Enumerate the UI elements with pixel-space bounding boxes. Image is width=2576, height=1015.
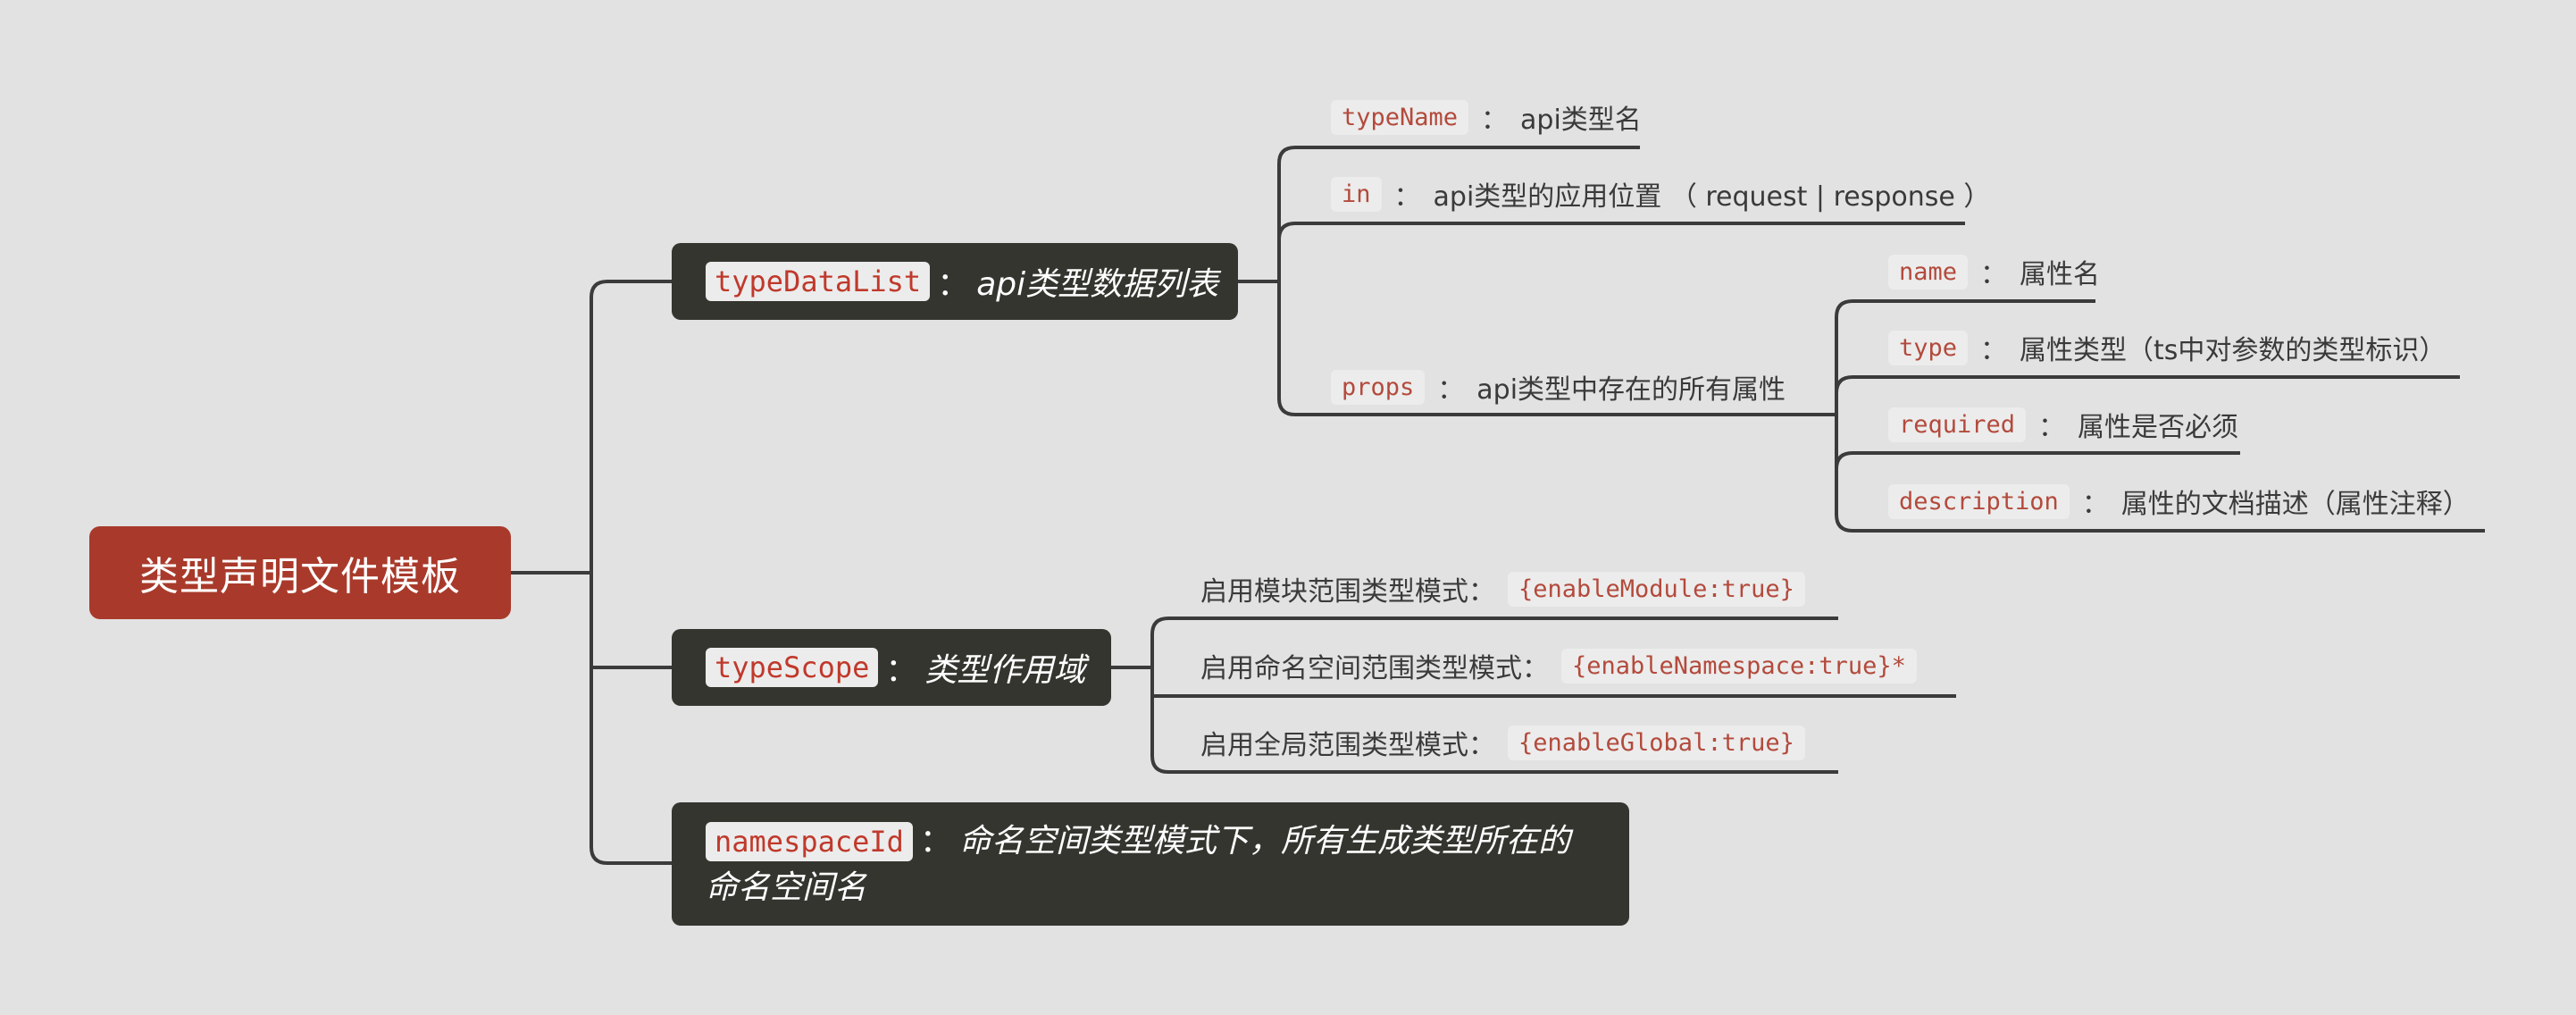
leaf-code: name <box>1888 254 1969 289</box>
branch-code: typeDataList <box>706 262 931 301</box>
leaf-code: typeName <box>1331 99 1469 135</box>
leaf-text: 启用命名空间范围类型模式： <box>1200 653 1549 684</box>
leaf-text: 启用全局范围类型模式： <box>1200 730 1495 761</box>
leaf-code: {enableGlobal:true} <box>1508 725 1805 760</box>
leaf-text: 属性是否必须 <box>2078 412 2239 443</box>
root-label: 类型声明文件模板 <box>139 554 461 600</box>
leaf-text: 属性名 <box>2020 259 2101 290</box>
separator: ： <box>2038 412 2066 443</box>
leaf-prop-description: description ： 属性的文档描述（属性注释） <box>1888 479 2470 524</box>
connector-props-group <box>1835 299 2485 533</box>
connector-trunk-branches <box>590 280 672 865</box>
leaf-code: {enableNamespace:true}* <box>1561 648 1917 684</box>
leaf-code: required <box>1888 407 2027 442</box>
leaf-prop-type: type ： 属性类型（ts中对参数的类型标识） <box>1888 325 2446 370</box>
leaf-scope-namespace: 启用命名空间范围类型模式： {enableNamespace:true}* <box>1200 643 1917 688</box>
leaf-scope-global: 启用全局范围类型模式： {enableGlobal:true} <box>1200 720 1805 765</box>
branch-desc: api类型数据列表 <box>976 266 1219 303</box>
leaf-typename: typeName ： api类型名 <box>1331 95 1642 139</box>
leaf-text: api类型的应用位置 （ request | response ） <box>1433 181 1991 213</box>
leaf-code: props <box>1331 369 1426 405</box>
leaf-props: props ： api类型中存在的所有属性 <box>1331 365 1786 409</box>
leaf-text: 属性类型（ts中对参数的类型标识） <box>2020 335 2446 366</box>
branch-typedatalist: typeDataList ： api类型数据列表 <box>672 243 1238 320</box>
connector-typedatalist-group <box>1238 146 1965 416</box>
branch-namespaceid: namespaceId：命名空间类型模式下，所有生成类型所在的命名空间名 <box>672 802 1629 926</box>
branch-desc: 命名空间类型模式下，所有生成类型所在的命名空间名 <box>706 823 1570 906</box>
separator: ： <box>919 823 952 860</box>
separator: ： <box>1437 374 1465 406</box>
leaf-text: api类型中存在的所有属性 <box>1476 374 1786 406</box>
leaf-code: type <box>1888 330 1969 365</box>
separator: ： <box>937 266 970 303</box>
separator: ： <box>885 652 918 689</box>
leaf-in: in ： api类型的应用位置 （ request | response ） <box>1331 172 1990 216</box>
separator: ： <box>1393 181 1421 213</box>
root-node: 类型声明文件模板 <box>89 526 511 619</box>
leaf-scope-module: 启用模块范围类型模式： {enableModule:true} <box>1200 566 1805 611</box>
leaf-text: 属性的文档描述（属性注释） <box>2120 489 2470 520</box>
leaf-text: api类型名 <box>1520 105 1642 136</box>
branch-code: namespaceId <box>706 822 913 861</box>
branch-typescope: typeScope ： 类型作用域 <box>672 629 1111 706</box>
separator: ： <box>2081 489 2109 520</box>
connector-typescope-group <box>1111 617 1956 774</box>
separator: ： <box>1980 335 2008 366</box>
branch-code: typeScope <box>706 648 879 687</box>
leaf-prop-name: name ： 属性名 <box>1888 249 2100 294</box>
leaf-code: description <box>1888 483 2070 519</box>
leaf-code: {enableModule:true} <box>1508 571 1805 607</box>
separator: ： <box>1980 259 2008 290</box>
leaf-text: 启用模块范围类型模式： <box>1200 576 1495 608</box>
leaf-code: in <box>1331 176 1382 212</box>
separator: ： <box>1481 105 1509 136</box>
leaf-prop-required: required ： 属性是否必须 <box>1888 402 2238 447</box>
branch-desc: 类型作用域 <box>924 652 1086 689</box>
